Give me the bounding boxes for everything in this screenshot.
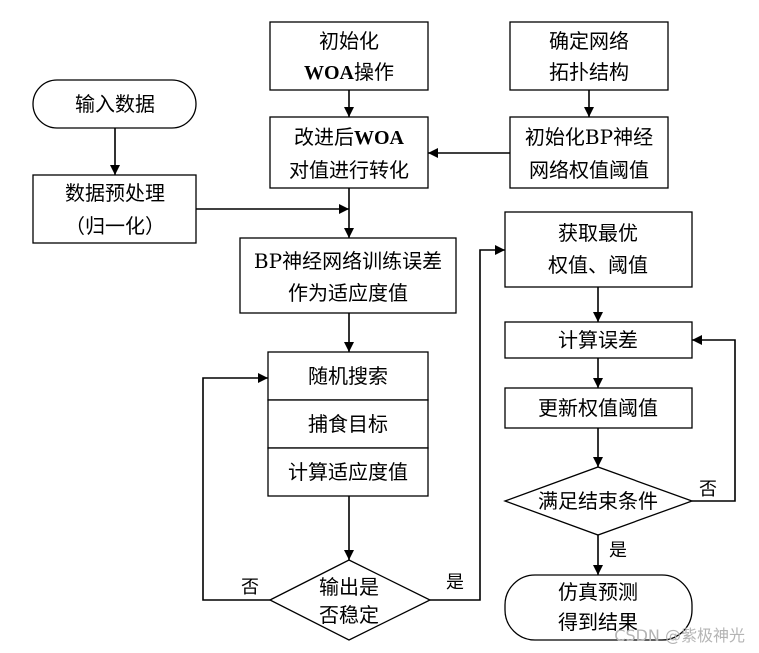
node-search-step-1-box — [267, 351, 429, 401]
node-improved-woa: 改进后WOA 对值进行转化 — [269, 116, 429, 189]
node-calc-error-label: 计算误差 — [558, 328, 638, 352]
node-input-label: 输入数据 — [75, 92, 155, 116]
node-calc-error: 计算误差 — [504, 321, 693, 359]
decision-end-check-diamond — [503, 466, 694, 536]
node-best-line2: 权值、阈值 — [548, 253, 648, 277]
node-search-step-2-label: 捕食目标 — [308, 412, 388, 436]
node-input: 输入数据 — [32, 79, 197, 129]
node-topology: 确定网络 拓扑结构 — [509, 21, 669, 91]
node-best-line1: 获取最优 — [558, 221, 638, 245]
edge-label-stable-yes: 是 — [446, 572, 464, 593]
decision-stable-check-diamond — [268, 559, 432, 641]
node-fitness-box — [239, 237, 457, 314]
node-init-bp-line1: 初始化BP神经 — [525, 125, 653, 149]
arrow-stable-yes-to-best — [430, 245, 505, 601]
node-best: 获取最优 权值、阈值 — [504, 211, 693, 288]
node-calc-error-box — [504, 321, 693, 359]
node-result-terminal — [504, 574, 693, 641]
edge-label-end-no: 否 — [699, 479, 717, 500]
node-fitness-line1: BP神经网络训练误差 — [254, 249, 442, 273]
node-best-box — [504, 211, 693, 288]
edge-labels: 否 是 否 是 — [241, 479, 717, 598]
decision-stable-check-line2: 否稳定 — [319, 603, 379, 627]
node-init-bp: 初始化BP神经 网络权值阈值 — [509, 116, 669, 189]
edge-label-end-yes: 是 — [609, 540, 627, 561]
connectors — [110, 90, 736, 601]
node-search-stack: 随机搜索 捕食目标 计算适应度值 — [267, 351, 429, 497]
decision-stable-check-line1: 输出是 — [319, 575, 379, 599]
node-improved-woa-line2: 对值进行转化 — [289, 158, 409, 182]
node-fitness-line2: 作为适应度值 — [288, 281, 408, 305]
node-init-woa-line1: 初始化 — [319, 29, 379, 53]
decision-end-check-label: 满足结束条件 — [538, 489, 658, 513]
node-init-woa-line2: WOA操作 — [304, 60, 394, 84]
node-init-bp-line2: 网络权值阈值 — [529, 158, 649, 182]
node-preprocess-line2: （归一化） — [65, 214, 165, 238]
node-preprocess: 数据预处理 （归一化） — [32, 174, 197, 244]
decision-stable-check: 输出是 否稳定 — [268, 559, 432, 641]
node-init-woa: 初始化 WOA操作 — [269, 21, 429, 91]
node-improved-woa-bold-text: WOA — [354, 127, 405, 149]
arrow-end-no-loop — [692, 335, 736, 502]
node-preprocess-line1: 数据预处理 — [65, 181, 165, 205]
node-init-bp-box — [509, 116, 669, 189]
edge-label-stable-no: 否 — [241, 577, 259, 598]
node-input-terminal — [32, 79, 197, 129]
node-topology-box — [509, 21, 669, 91]
arrow-stable-no-loop — [202, 373, 270, 601]
node-search-step-1-label: 随机搜索 — [308, 364, 388, 388]
node-improved-woa-box — [269, 116, 429, 189]
node-search-step-3-box — [267, 447, 429, 497]
node-search-step-2-box — [267, 399, 429, 449]
node-topology-line2: 拓扑结构 — [549, 60, 629, 84]
node-improved-woa-line1-rest: 改进后 — [294, 125, 354, 149]
node-update-label: 更新权值阈值 — [538, 396, 658, 420]
node-search-step-3-label: 计算适应度值 — [288, 460, 408, 484]
node-update: 更新权值阈值 — [504, 387, 693, 429]
node-init-woa-box — [269, 21, 429, 91]
node-update-box — [504, 387, 693, 429]
node-result: 仿真预测 得到结果 — [504, 574, 693, 641]
node-init-woa-bold-text: WOA — [304, 62, 355, 84]
decision-end-check: 满足结束条件 — [503, 466, 694, 536]
node-fitness: BP神经网络训练误差 作为适应度值 — [239, 237, 457, 314]
node-preprocess-box — [32, 174, 197, 244]
node-init-woa-line2-rest: 操作 — [354, 60, 394, 84]
node-improved-woa-line1: 改进后WOA — [294, 125, 405, 149]
node-result-line2: 得到结果 — [558, 610, 638, 634]
node-topology-line1: 确定网络 — [549, 29, 629, 53]
node-result-line1: 仿真预测 — [558, 580, 638, 604]
watermark-text: CSDN @紫极神光 — [614, 626, 745, 645]
